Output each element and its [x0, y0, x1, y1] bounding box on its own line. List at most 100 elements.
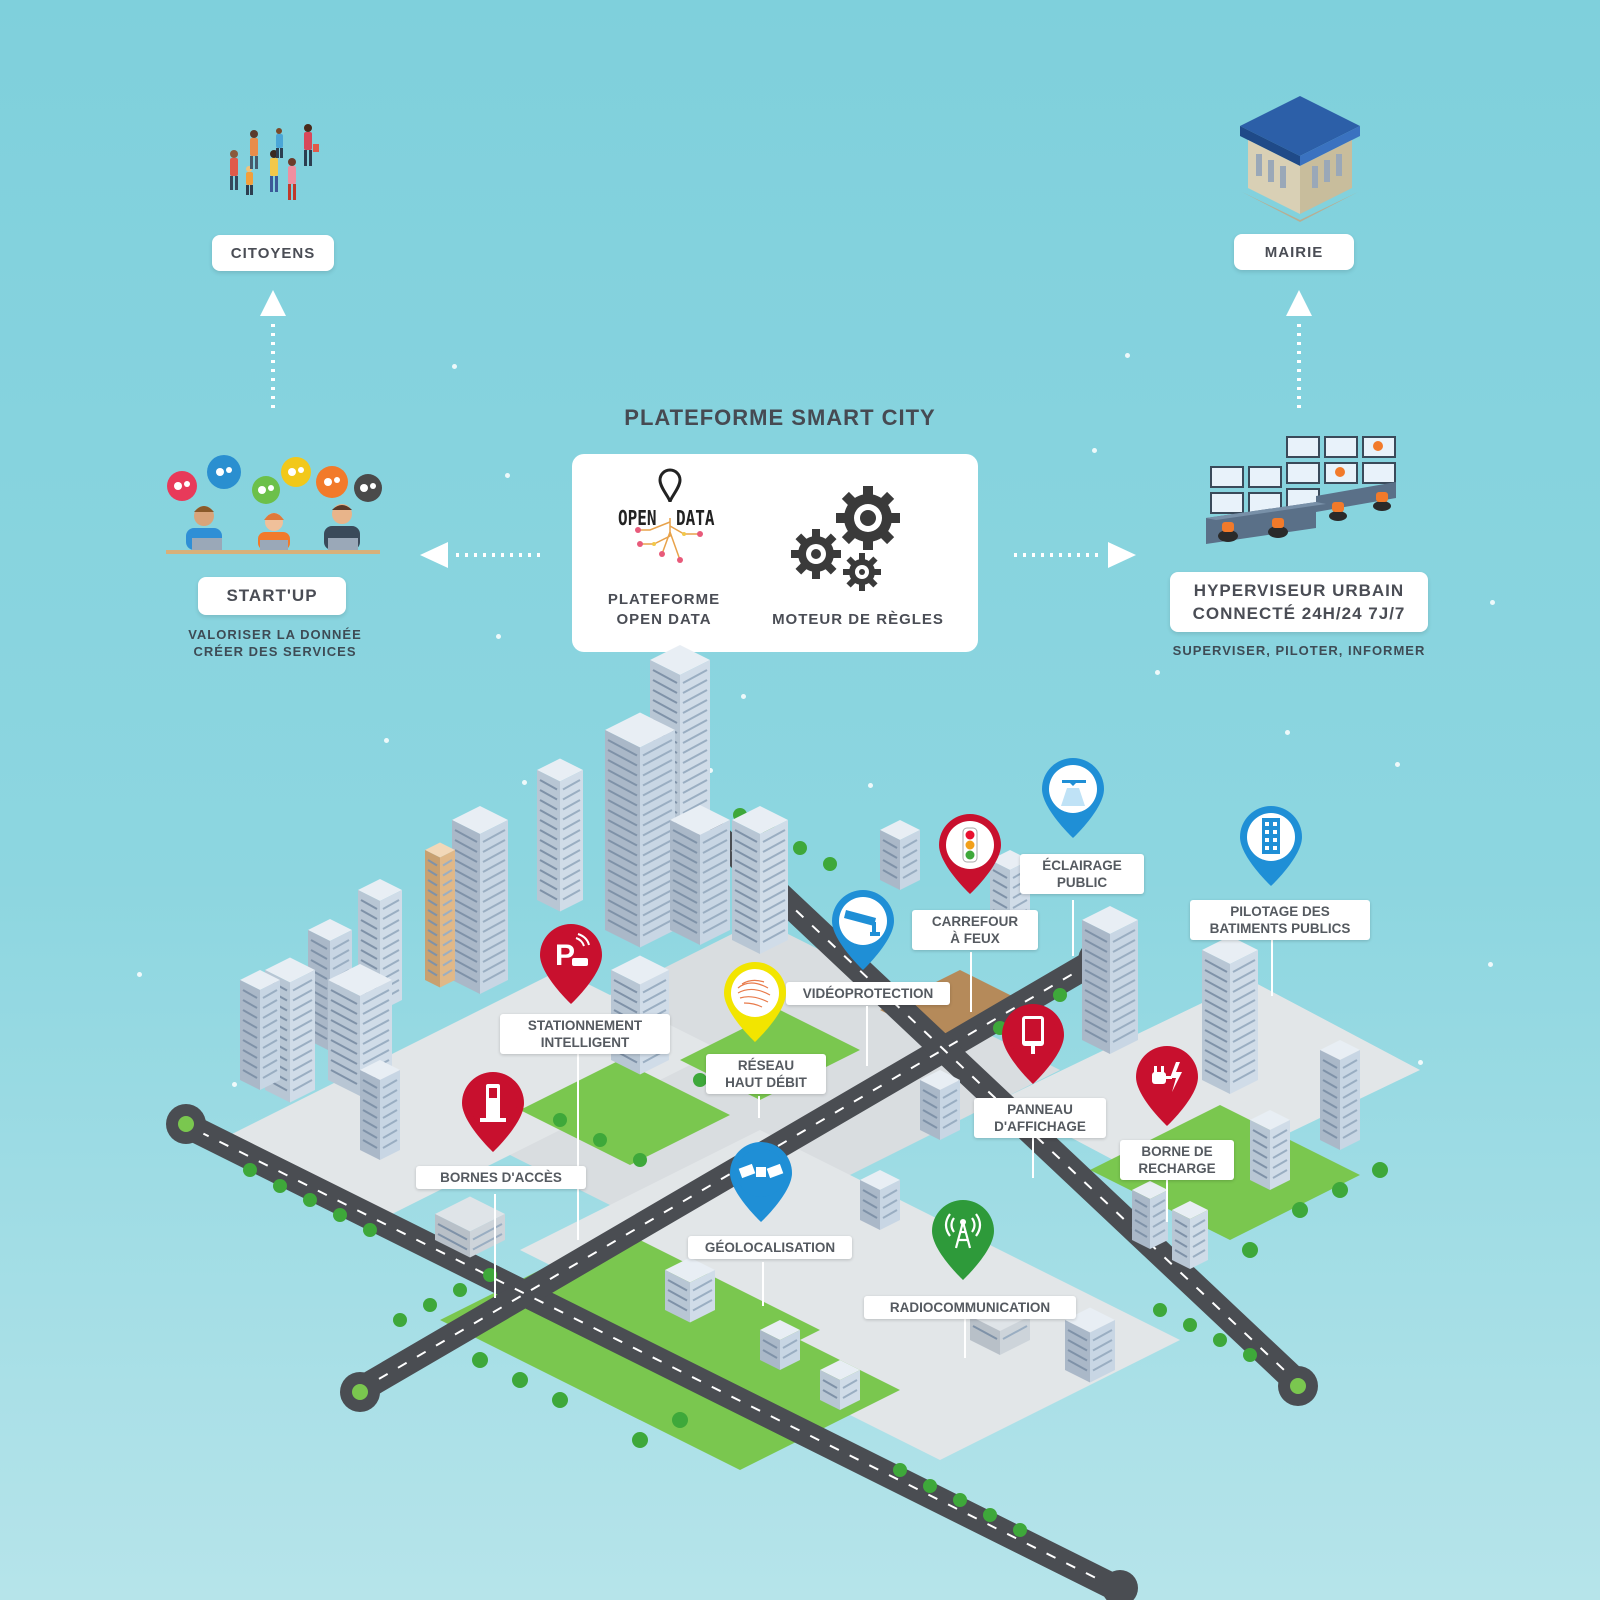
window-row	[1084, 949, 1108, 963]
window-row	[882, 1209, 898, 1219]
window-row	[607, 799, 638, 817]
window-row	[642, 769, 673, 787]
arrow-left	[420, 542, 540, 568]
startup-label: START'UP	[198, 577, 346, 615]
camera-pin-icon	[832, 890, 894, 970]
window-row	[382, 1139, 398, 1149]
window-row	[562, 789, 581, 801]
window-row	[1272, 1149, 1288, 1159]
citoyens-label: CITOYENS	[212, 235, 334, 271]
window-row	[1112, 949, 1136, 963]
window-row	[382, 929, 400, 940]
window-row	[672, 839, 698, 854]
window-row	[667, 1289, 688, 1302]
window-row	[360, 909, 378, 920]
tag-videoprotection: VIDÉOPROTECTION	[786, 982, 950, 1005]
pin-stem	[970, 952, 972, 1012]
window-row	[360, 959, 378, 970]
window-row	[362, 1029, 390, 1045]
window-row	[762, 859, 786, 873]
window-row	[360, 919, 378, 930]
satellite-pin-icon	[730, 1142, 792, 1222]
building-face	[880, 830, 900, 890]
window-row	[482, 889, 506, 903]
window-row	[330, 1069, 358, 1085]
window-row	[1192, 1229, 1206, 1238]
window-row	[442, 869, 453, 877]
pin-stem	[1032, 1134, 1034, 1178]
window-row	[762, 909, 786, 923]
window-row	[292, 1079, 313, 1092]
window-row	[672, 829, 698, 844]
window-row	[382, 1089, 398, 1099]
window-row	[242, 999, 258, 1009]
window-row	[482, 879, 506, 893]
window-row	[642, 899, 673, 917]
window-row	[1084, 969, 1108, 983]
window-row	[382, 1109, 398, 1119]
tag-eclairage-public: ÉCLAIRAGE PUBLIC	[1020, 854, 1144, 894]
window-row	[362, 1009, 390, 1025]
window-row	[682, 729, 708, 744]
window-row	[1204, 1059, 1228, 1073]
window-row	[382, 939, 400, 950]
billboard-pin-icon	[1002, 1004, 1064, 1084]
building-pin-icon	[1240, 806, 1302, 886]
arrow-up-left	[260, 290, 286, 408]
window-row	[472, 1233, 503, 1251]
window-row	[762, 849, 786, 863]
window-row	[360, 929, 378, 940]
sparkle	[522, 780, 527, 785]
window-row	[454, 939, 478, 953]
window-row	[262, 1029, 278, 1039]
window-row	[642, 749, 673, 767]
window-row	[1067, 1349, 1088, 1362]
window-row	[442, 929, 453, 937]
window-row	[482, 859, 506, 873]
window-row	[1204, 1009, 1228, 1023]
window-row	[682, 709, 708, 724]
window-row	[539, 849, 558, 861]
window-row	[652, 699, 678, 714]
window-row	[539, 809, 558, 821]
window-row	[454, 829, 478, 843]
pin-stem	[762, 1262, 764, 1306]
window-row	[734, 869, 758, 883]
window-row	[332, 939, 350, 950]
window-row	[1152, 1209, 1166, 1218]
window-row	[1084, 939, 1108, 953]
window-row	[454, 919, 478, 933]
window-row	[482, 899, 506, 913]
window-row	[762, 829, 786, 843]
window-row	[1112, 979, 1136, 993]
tag-pilotage-batiments: PILOTAGE DES BATIMENTS PUBLICS	[1190, 900, 1370, 940]
building-face	[1190, 1210, 1208, 1269]
window-row	[454, 839, 478, 853]
pin-stem	[964, 1318, 966, 1358]
window-row	[734, 929, 758, 943]
window-row	[292, 1029, 313, 1042]
platform-box: OPEN DATA PLATEFORME OPEN DATA	[572, 454, 978, 652]
window-row	[330, 1049, 358, 1065]
window-row	[454, 849, 478, 863]
window-row	[427, 879, 438, 887]
window-row	[642, 849, 673, 867]
mairie-label: MAIRIE	[1234, 234, 1354, 270]
window-row	[427, 899, 438, 907]
building-face	[1150, 1190, 1168, 1249]
building-face	[1340, 1050, 1360, 1150]
window-row	[427, 919, 438, 927]
pin-stem	[1072, 900, 1074, 956]
window-row	[442, 919, 453, 927]
open-data-logo	[635, 468, 703, 563]
window-row	[762, 899, 786, 913]
window-row	[1322, 1089, 1338, 1099]
window-row	[702, 839, 728, 854]
window-row	[842, 1389, 858, 1399]
window-row	[642, 979, 667, 994]
window-row	[362, 1039, 390, 1055]
window-row	[652, 669, 678, 684]
window-row	[1152, 1219, 1166, 1228]
window-row	[1232, 959, 1256, 973]
window-row	[702, 919, 728, 934]
